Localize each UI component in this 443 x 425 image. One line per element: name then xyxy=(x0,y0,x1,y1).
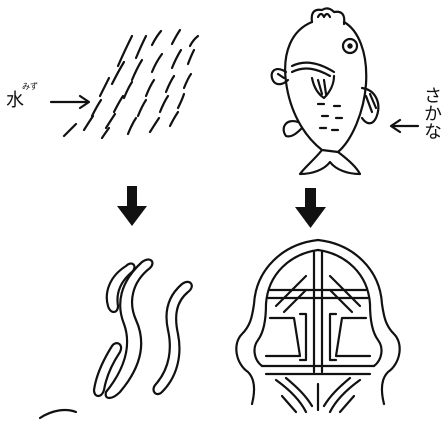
water-drawing xyxy=(64,30,198,138)
water-pictograph xyxy=(94,260,192,398)
fish-drawing xyxy=(272,8,379,174)
partial-stroke xyxy=(40,410,76,418)
fish-pictograph xyxy=(236,240,399,412)
water-kanji: 水 xyxy=(6,90,24,111)
arrow-water-icon xyxy=(51,96,89,108)
water-label: 水 みず xyxy=(6,92,24,110)
arrow-fish-icon xyxy=(391,120,418,132)
water-ruby: みず xyxy=(22,83,38,91)
down-arrow-icon xyxy=(117,186,147,226)
down-arrow-icon xyxy=(295,188,326,228)
fish-label: さかな xyxy=(420,86,442,166)
